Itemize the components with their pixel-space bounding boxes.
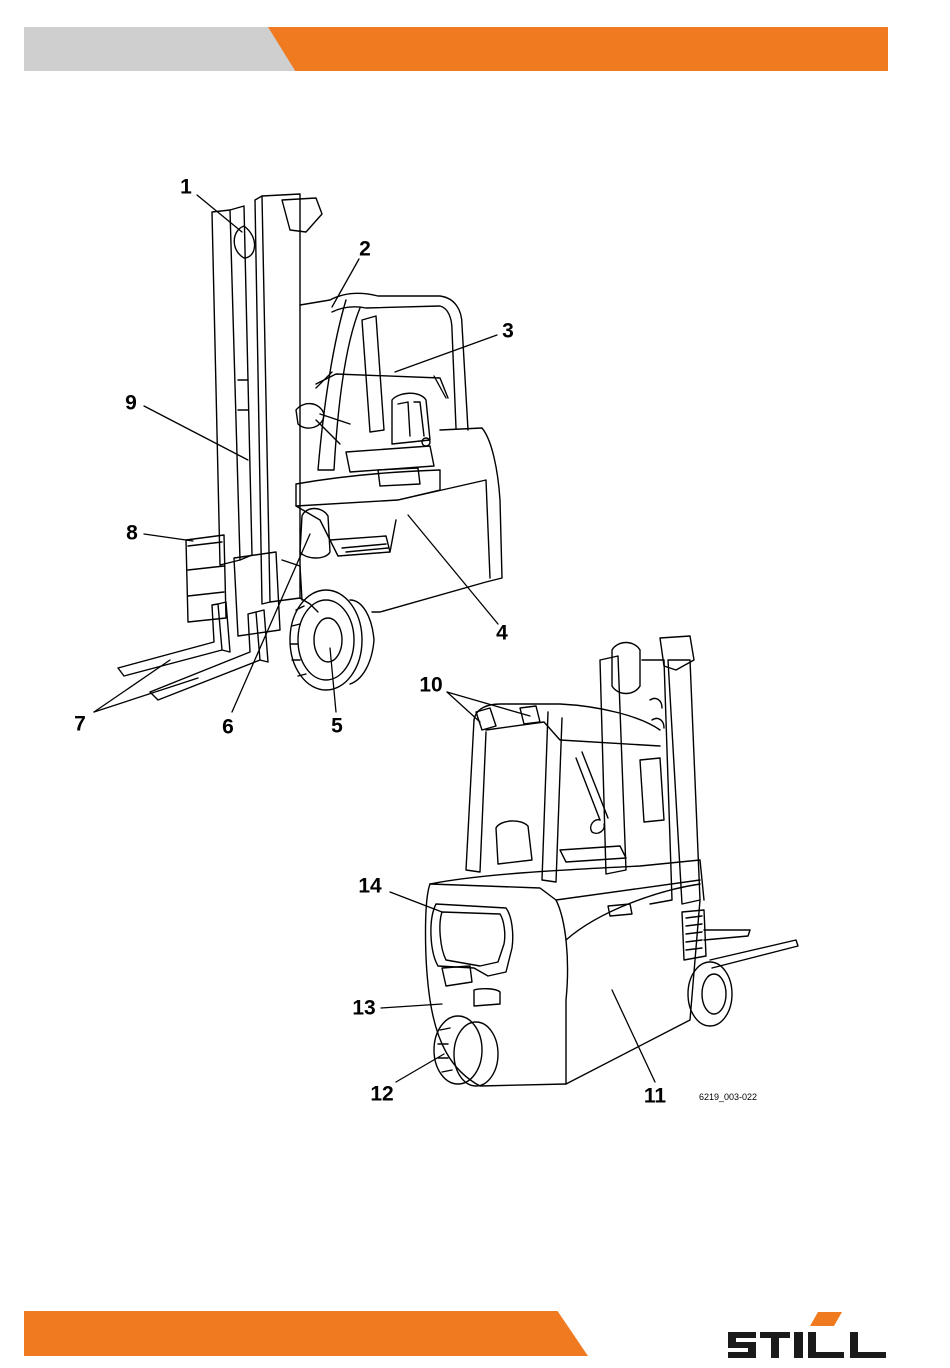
callout-2: 2 [359, 239, 371, 260]
callout-8: 8 [126, 523, 138, 544]
still-logo [726, 1310, 890, 1360]
forklift-front-view [118, 194, 502, 700]
forklift-rear-view [426, 636, 799, 1086]
callout-6: 6 [222, 717, 234, 738]
footer-orange-band [24, 1311, 588, 1356]
callout-4: 4 [496, 623, 508, 644]
callout-12: 12 [370, 1084, 393, 1105]
callout-5: 5 [331, 716, 343, 737]
callout-9: 9 [125, 393, 137, 414]
figure-code: 6219_003-022 [699, 1092, 757, 1102]
callout-1: 1 [180, 177, 192, 198]
callout-3: 3 [502, 321, 514, 342]
callout-14: 14 [358, 876, 381, 897]
callout-10: 10 [419, 675, 442, 696]
callout-11: 11 [644, 1086, 666, 1107]
callout-13: 13 [352, 998, 375, 1019]
callout-7: 7 [74, 714, 86, 735]
